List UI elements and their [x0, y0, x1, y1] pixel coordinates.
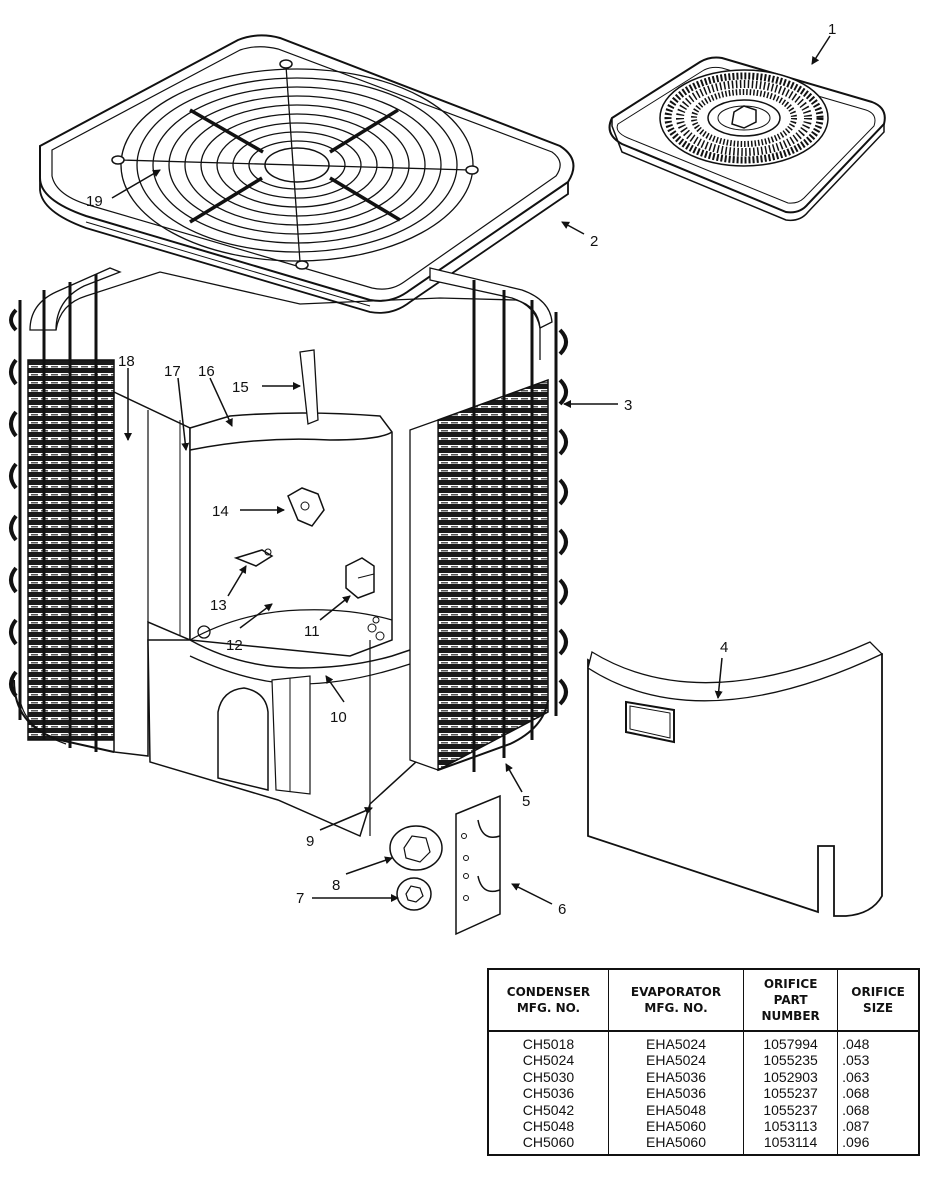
- header-orifice-size: ORIFICE SIZE: [837, 969, 920, 1032]
- callout-labels: 1 2 3 4 5 6 7 8 9 10 11 12 13 14 15 16 1…: [86, 21, 836, 918]
- callout-12: 12: [226, 637, 243, 654]
- callout-7: 7: [296, 890, 304, 907]
- leader-lines: [111, 35, 831, 905]
- callout-10: 10: [330, 709, 347, 726]
- callout-9: 9: [306, 833, 314, 850]
- fan-guard: [111, 59, 479, 270]
- condenser-cell: CH5030: [487, 1068, 609, 1086]
- callout-8: 8: [332, 877, 340, 894]
- orifice-size-cell: .068: [837, 1085, 920, 1102]
- orifice-spec-table: CONDENSER MFG. NO. EVAPORATOR MFG. NO. O…: [487, 968, 920, 1156]
- orifice-part-cell: 1057994: [743, 1031, 839, 1053]
- orifice-part-cell: 1053113: [743, 1118, 839, 1135]
- callout-11: 11: [304, 623, 320, 640]
- condenser-cell: CH5024: [487, 1052, 609, 1069]
- orifice-part-cell: 1055235: [743, 1052, 839, 1069]
- table-row: CH5042 EHA5048 1055237 .068: [487, 1101, 920, 1119]
- callout-19: 19: [86, 193, 103, 210]
- exploded-parts-diagram: 1 2 3 4 5 6 7 8 9 10 11 12 13 14 15 16 1…: [9, 21, 886, 936]
- header-condenser: CONDENSER MFG. NO.: [487, 969, 609, 1032]
- table-header-row: CONDENSER MFG. NO. EVAPORATOR MFG. NO. O…: [487, 969, 920, 1032]
- gasket: [389, 825, 443, 871]
- table-row: CH5048 EHA5060 1053113 .087: [487, 1118, 920, 1135]
- access-panel: [587, 641, 884, 917]
- orifice-size-cell: .096: [837, 1134, 920, 1155]
- callout-17: 17: [164, 363, 181, 380]
- evaporator-cell: EHA5036: [607, 1068, 745, 1086]
- condenser-cell: CH5018: [487, 1031, 609, 1053]
- table-row: CH5030 EHA5036 1052903 .063: [487, 1068, 920, 1086]
- callout-16: 16: [198, 363, 215, 380]
- evaporator-cell: EHA5048: [607, 1101, 745, 1119]
- callout-6: 6: [558, 901, 566, 918]
- callout-2: 2: [590, 233, 598, 250]
- header-orifice-part: ORIFICE PART NUMBER: [743, 969, 839, 1032]
- table-row: CH5060 EHA5060 1053114 .096: [487, 1134, 920, 1155]
- callout-3: 3: [624, 397, 632, 414]
- orifice-size-cell: .068: [837, 1101, 920, 1119]
- evaporator-cell: EHA5036: [607, 1085, 745, 1102]
- condenser-cell: CH5042: [487, 1101, 609, 1119]
- grommet: [396, 877, 432, 911]
- callout-18: 18: [118, 353, 135, 370]
- orifice-size-cell: .053: [837, 1052, 920, 1069]
- orifice-size-cell: .063: [837, 1068, 920, 1086]
- orifice-part-cell: 1052903: [743, 1068, 839, 1086]
- callout-13: 13: [210, 597, 227, 614]
- header-evaporator: EVAPORATOR MFG. NO.: [607, 969, 745, 1032]
- condenser-cell: CH5036: [487, 1085, 609, 1102]
- table-row: CH5018 EHA5024 1057994 .048: [487, 1031, 920, 1053]
- evaporator-cell: EHA5060: [607, 1134, 745, 1155]
- orifice-part-cell: 1053114: [743, 1134, 839, 1155]
- evaporator-cell: EHA5060: [607, 1118, 745, 1135]
- table-row: CH5024 EHA5024 1055235 .053: [487, 1052, 920, 1069]
- orifice-size-cell: .048: [837, 1031, 920, 1053]
- condenser-cell: CH5060: [487, 1134, 609, 1155]
- orifice-part-cell: 1055237: [743, 1101, 839, 1119]
- condenser-cell: CH5048: [487, 1118, 609, 1135]
- table-row: CH5036 EHA5036 1055237 .068: [487, 1085, 920, 1102]
- callout-5: 5: [522, 793, 530, 810]
- mounting-plate: [455, 794, 501, 936]
- evaporator-cell: EHA5024: [607, 1052, 745, 1069]
- callout-4: 4: [720, 639, 728, 656]
- orifice-part-cell: 1055237: [743, 1085, 839, 1102]
- callout-14: 14: [212, 503, 229, 520]
- cabinet-body: [9, 267, 568, 838]
- orifice-size-cell: .087: [837, 1118, 920, 1135]
- callout-1: 1: [828, 21, 836, 38]
- inset-fan-top: [608, 56, 886, 222]
- callout-15: 15: [232, 379, 249, 396]
- evaporator-cell: EHA5024: [607, 1031, 745, 1053]
